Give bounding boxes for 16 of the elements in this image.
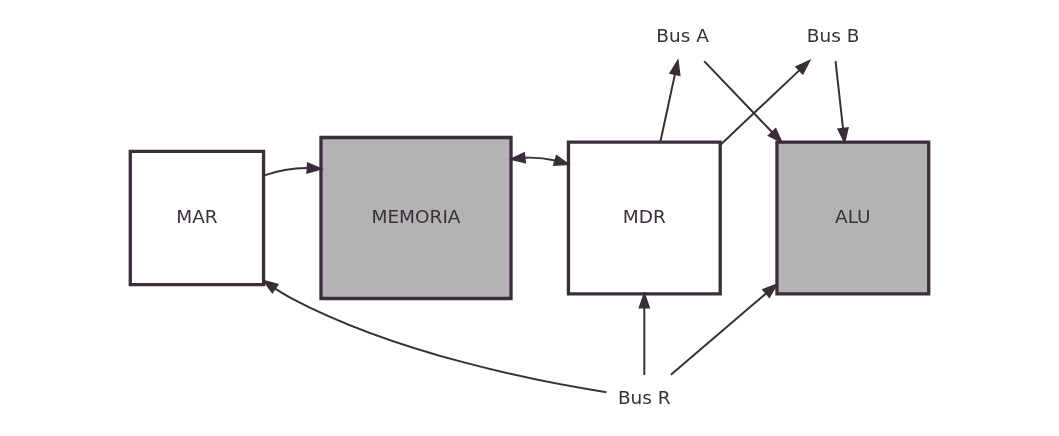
arrow [508, 151, 571, 167]
node-box: MDR [566, 140, 722, 296]
arrow [834, 60, 849, 145]
arrow [703, 60, 784, 145]
node-text: Bus B [806, 25, 860, 47]
arrow [638, 291, 651, 376]
node-box: MEMORIA [319, 135, 513, 301]
node-text: Bus A [656, 25, 709, 47]
arrow [261, 279, 608, 394]
arrow [669, 282, 779, 376]
node-box: ALU [775, 140, 931, 296]
arrow [262, 161, 324, 177]
node-text: Bus R [617, 386, 671, 408]
arrow [659, 58, 681, 143]
arrow [719, 59, 812, 146]
node-box: MAR [128, 149, 266, 287]
